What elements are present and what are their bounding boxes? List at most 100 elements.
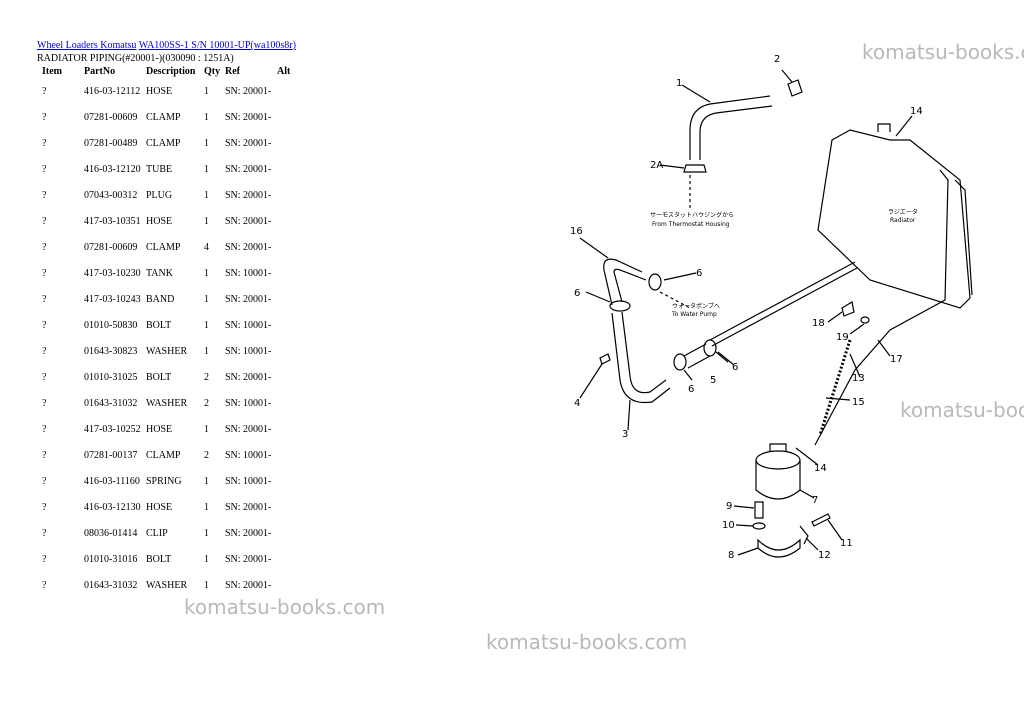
partno-cell: 01643-31032 — [84, 580, 138, 591]
partno-cell: 01010-31025 — [84, 372, 138, 383]
part-band-8 — [757, 538, 801, 558]
partno-cell: 01643-30823 — [84, 346, 138, 357]
part-hose-1 — [689, 95, 771, 160]
ref-cell: SN: 10001- — [225, 320, 272, 331]
item-cell: ? — [42, 450, 47, 461]
partno-cell: 07281-00609 — [84, 112, 138, 123]
breadcrumb: Wheel Loaders Komatsu WA100SS-1 S/N 1000… — [37, 40, 296, 51]
item-cell: ? — [42, 502, 47, 513]
ref-cell: SN: 10001- — [225, 476, 272, 487]
qty-cell: 1 — [204, 164, 209, 175]
qty-cell: 1 — [204, 216, 209, 227]
ref-cell: SN: 20001- — [225, 372, 272, 383]
qty-cell: 2 — [204, 450, 209, 461]
ref-cell: SN: 20001- — [225, 242, 272, 253]
qty-cell: 1 — [204, 528, 209, 539]
item-cell: ? — [42, 86, 47, 97]
ref-cell: SN: 20001- — [225, 190, 272, 201]
page-title: RADIATOR PIPING(#20001-)(030090 : 1251A) — [37, 53, 234, 64]
alt-cell — [277, 158, 307, 184]
qty-cell: 1 — [204, 476, 209, 487]
alt-cell — [277, 366, 307, 392]
radiator-body — [817, 129, 971, 309]
partno-cell: 07043-00312 — [84, 190, 138, 201]
table-header-row: Item PartNo Description Qty Ref Alt — [36, 66, 307, 80]
ref-cell: SN: 10001- — [225, 398, 272, 409]
parts-table: Item PartNo Description Qty Ref Alt ? 416… — [36, 66, 307, 600]
header-alt: Alt — [277, 66, 291, 77]
item-cell: ? — [42, 138, 47, 149]
item-cell: ? — [42, 216, 47, 227]
description-cell: CLAMP — [146, 112, 181, 123]
ref-cell: SN: 20001- — [225, 216, 272, 227]
alt-cell — [277, 262, 307, 288]
qty-cell: 1 — [204, 320, 209, 331]
header-partno: PartNo — [84, 66, 116, 77]
description-cell: CLAMP — [146, 242, 181, 253]
callout-18: 18 — [812, 318, 825, 329]
item-cell: ? — [42, 320, 47, 331]
qty-cell: 2 — [204, 398, 209, 409]
description-cell: CLIP — [146, 528, 168, 539]
header-description: Description — [146, 66, 196, 77]
header-item: Item — [42, 66, 62, 77]
callout-5: 5 — [710, 375, 716, 386]
callout-6c: 6 — [688, 384, 694, 395]
diagram-notes: サーモスタットハウジングから From Thermostat Housing ウ… — [650, 208, 918, 318]
ref-cell: SN: 10001- — [225, 268, 272, 279]
part-tank-7 — [755, 450, 801, 470]
callout-10: 10 — [722, 520, 735, 531]
part-clamp-6d — [703, 339, 717, 357]
description-cell: BOLT — [146, 372, 172, 383]
note-thermostat-en: From Thermostat Housing — [652, 221, 730, 228]
alt-cell — [277, 418, 307, 444]
alt-cell — [277, 574, 307, 600]
callout-6b: 6 — [574, 288, 580, 299]
partno-cell: 417-03-10351 — [84, 216, 141, 227]
breadcrumb-link-model[interactable]: WA100SS-1 S/N 10001-UP(wa100s8r) — [138, 40, 296, 51]
item-cell: ? — [42, 528, 47, 539]
callout-19: 19 — [836, 332, 849, 343]
part-washer-10 — [752, 522, 766, 530]
partno-cell: 01643-31032 — [84, 398, 138, 409]
description-cell: HOSE — [146, 86, 173, 97]
part-clamp-6c — [673, 353, 687, 371]
part-clamp-6b — [648, 273, 662, 291]
watermark: komatsu-books.com — [486, 630, 688, 654]
qty-cell: 1 — [204, 554, 209, 565]
alt-cell — [277, 184, 307, 210]
description-cell: WASHER — [146, 398, 188, 409]
alt-cell — [277, 392, 307, 418]
breadcrumb-link-wheel-loaders[interactable]: Wheel Loaders Komatsu — [37, 40, 137, 51]
part-hose-5 — [683, 343, 711, 369]
alt-cell — [277, 106, 307, 132]
alt-cell — [277, 522, 307, 548]
part-bolt-9 — [754, 501, 764, 519]
part-clamp-6a — [609, 300, 631, 312]
ref-cell: SN: 10001- — [225, 450, 272, 461]
callout-2a: 2A — [650, 160, 663, 171]
description-cell: HOSE — [146, 424, 173, 435]
partno-cell: 417-03-10252 — [84, 424, 141, 435]
callout-6d: 6 — [732, 362, 738, 373]
radiator-side — [954, 179, 973, 296]
callout-8: 8 — [728, 550, 734, 561]
ref-cell: SN: 20001- — [225, 164, 272, 175]
description-cell: TUBE — [146, 164, 173, 175]
header-ref: Ref — [225, 66, 240, 77]
description-cell: BAND — [146, 294, 175, 305]
qty-cell: 1 — [204, 502, 209, 513]
item-cell: ? — [42, 424, 47, 435]
qty-cell: 1 — [204, 580, 209, 591]
callout-11: 11 — [840, 538, 853, 549]
part-hose-16 — [603, 258, 643, 306]
partno-cell: 08036-01414 — [84, 528, 138, 539]
partno-cell: 416-03-12130 — [84, 502, 141, 513]
